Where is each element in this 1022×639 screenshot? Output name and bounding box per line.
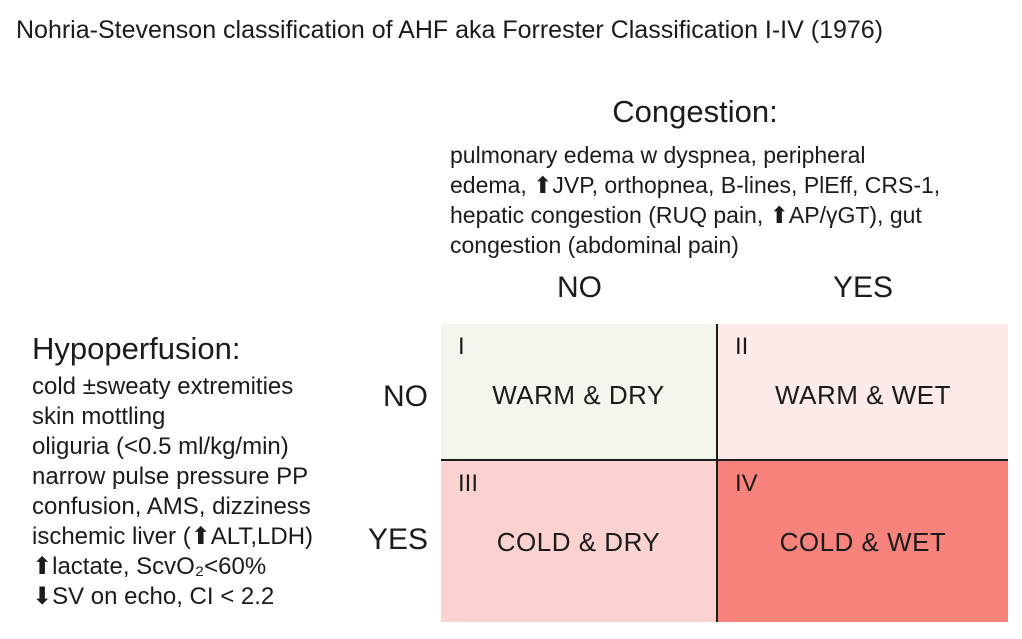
quadrant-I-numeral: I xyxy=(458,333,465,360)
hypoperfusion-description-line: cold ±sweaty extremities xyxy=(32,373,294,400)
congestion-description-line: pulmonary edema w dyspnea, peripheral xyxy=(450,142,866,168)
quadrant-IV-cold-wet: IV COLD & WET xyxy=(718,461,1008,622)
congestion-heading: Congestion: xyxy=(612,94,778,129)
congestion-yes-column-label: YES xyxy=(832,271,894,304)
hypoperfusion-description: cold ±sweaty extremities skin mottling o… xyxy=(32,372,313,612)
hypoperfusion-description-line: oliguria (<0.5 ml/kg/min) xyxy=(32,433,289,460)
hypoperfusion-description-line: ⬇SV on echo, CI < 2.2 xyxy=(32,583,275,610)
quadrant-I-label: WARM & DRY xyxy=(492,380,665,410)
hypoperfusion-description-line: skin mottling xyxy=(32,403,166,430)
classification-matrix: I WARM & DRY II WARM & WET III COLD & DR… xyxy=(441,324,1008,622)
quadrant-III-cold-dry: III COLD & DRY xyxy=(441,461,718,622)
quadrant-III-numeral: III xyxy=(458,470,479,497)
hypoperfusion-yes-row-label: YES xyxy=(367,523,428,556)
quadrant-IV-numeral: IV xyxy=(735,470,758,497)
quadrant-II-label: WARM & WET xyxy=(775,380,951,410)
hypoperfusion-description-line: confusion, AMS, dizziness xyxy=(32,493,311,520)
hypoperfusion-no-row-label: NO xyxy=(383,380,428,413)
hypoperfusion-description-line: ischemic liver (⬆ALT,LDH) xyxy=(32,523,314,550)
hypoperfusion-description-line: narrow pulse pressure PP xyxy=(32,463,309,490)
figure-title: Nohria-Stevenson classification of AHF a… xyxy=(16,16,884,44)
congestion-no-column-label: NO xyxy=(557,271,602,304)
quadrant-I-warm-dry: I WARM & DRY xyxy=(441,324,718,461)
congestion-description-line: edema, ⬆JVP, orthopnea, B-lines, PlEff, … xyxy=(450,172,941,198)
quadrant-IV-label: COLD & WET xyxy=(779,527,947,557)
hypoperfusion-description-line: ⬆lactate, ScvO₂<60% xyxy=(32,553,267,580)
quadrant-II-numeral: II xyxy=(735,333,749,360)
congestion-description-line: hepatic congestion (RUQ pain, ⬆AP/γGT), … xyxy=(450,202,922,228)
congestion-description-line: congestion (abdominal pain) xyxy=(450,232,739,258)
congestion-description: pulmonary edema w dyspnea, peripheral ed… xyxy=(450,140,940,260)
hypoperfusion-heading: Hypoperfusion: xyxy=(32,331,241,366)
quadrant-II-warm-wet: II WARM & WET xyxy=(718,324,1008,461)
quadrant-III-label: COLD & DRY xyxy=(496,527,661,557)
